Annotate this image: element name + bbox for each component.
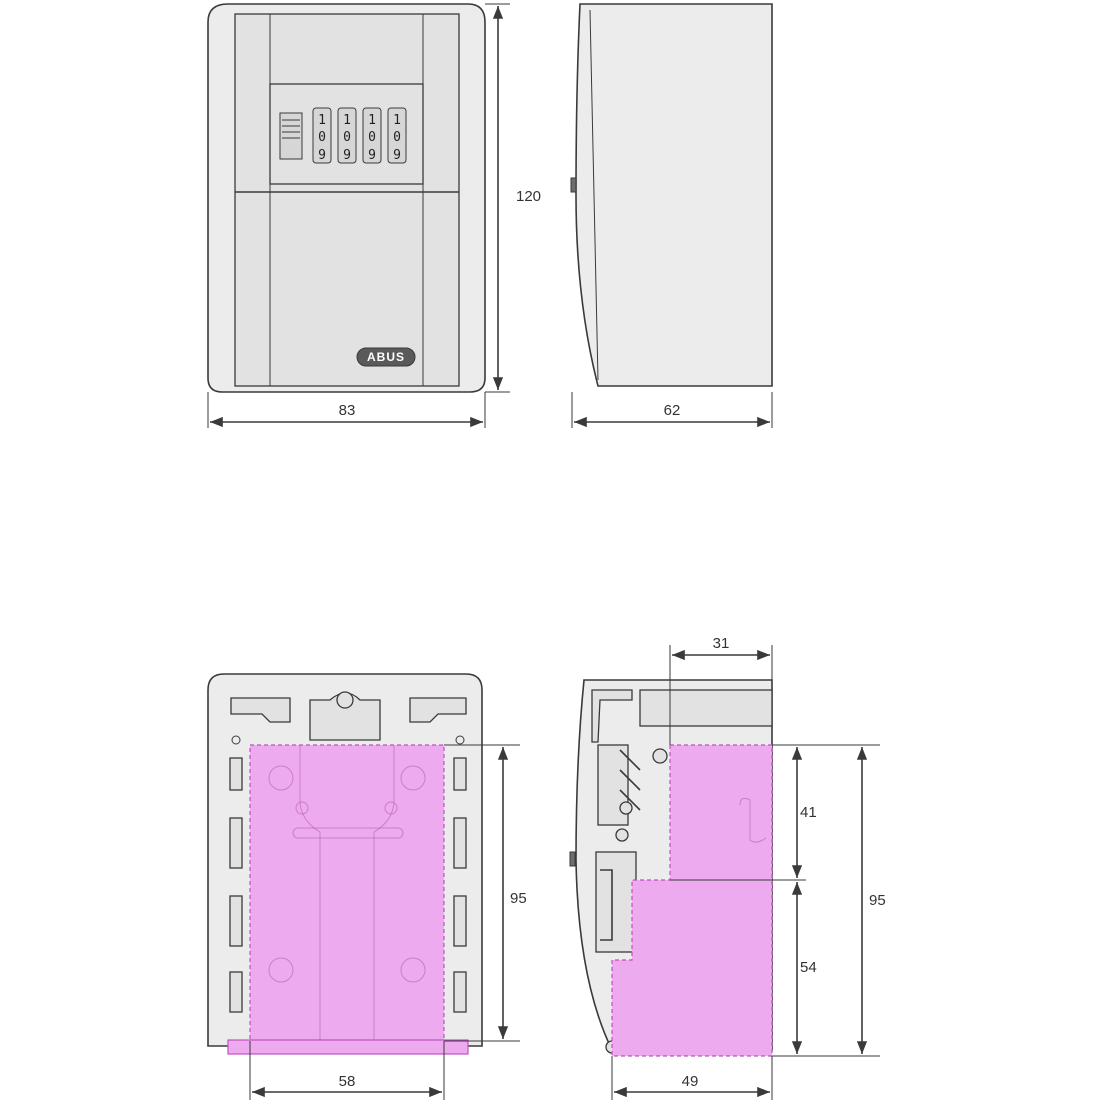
dial-3: 1 0 9: [362, 107, 382, 164]
dial-1: 1 0 9: [312, 107, 332, 164]
total-height-label: 95: [869, 892, 886, 909]
top-depth-label: 31: [713, 635, 730, 652]
dial-1-bot: 9: [318, 148, 326, 163]
dial-4: 1 0 9: [387, 107, 407, 164]
dial-1-top: 1: [318, 113, 326, 128]
abus-logo: ABUS: [356, 347, 416, 367]
dial-2-top: 1: [343, 113, 351, 128]
dial-2-bot: 9: [343, 148, 351, 163]
interior-front-width-label: 58: [339, 1073, 356, 1090]
side-view: 62: [570, 3, 773, 428]
dial-4-mid: 0: [393, 130, 401, 145]
upper-height-label: 41: [800, 804, 817, 821]
dial-2: 1 0 9: [337, 107, 357, 164]
front-width-label: 83: [339, 402, 356, 419]
front-height-label: 120: [516, 188, 541, 205]
dial-3-top: 1: [368, 113, 376, 128]
side-depth-label: 62: [664, 402, 681, 419]
dial-4-top: 1: [393, 113, 401, 128]
logo-text: ABUS: [367, 350, 405, 364]
dial-2-mid: 0: [343, 130, 351, 145]
dial-4-bot: 9: [393, 148, 401, 163]
interior-front-height-label: 95: [510, 890, 527, 907]
front-view: 1 0 9 1 0 9 1 0 9 1 0 9 ABUS: [207, 3, 541, 428]
dial-3-bot: 9: [368, 148, 376, 163]
dial-1-mid: 0: [318, 130, 326, 145]
interior-side-view: 31 41 54 95 49: [569, 635, 886, 1100]
bottom-depth-label: 49: [682, 1073, 699, 1090]
lower-height-label: 54: [800, 959, 817, 976]
interior-space-front: [249, 744, 445, 1042]
interior-space-side: [611, 744, 773, 1057]
dial-3-mid: 0: [368, 130, 376, 145]
interior-front-view: 95 58: [207, 673, 527, 1100]
